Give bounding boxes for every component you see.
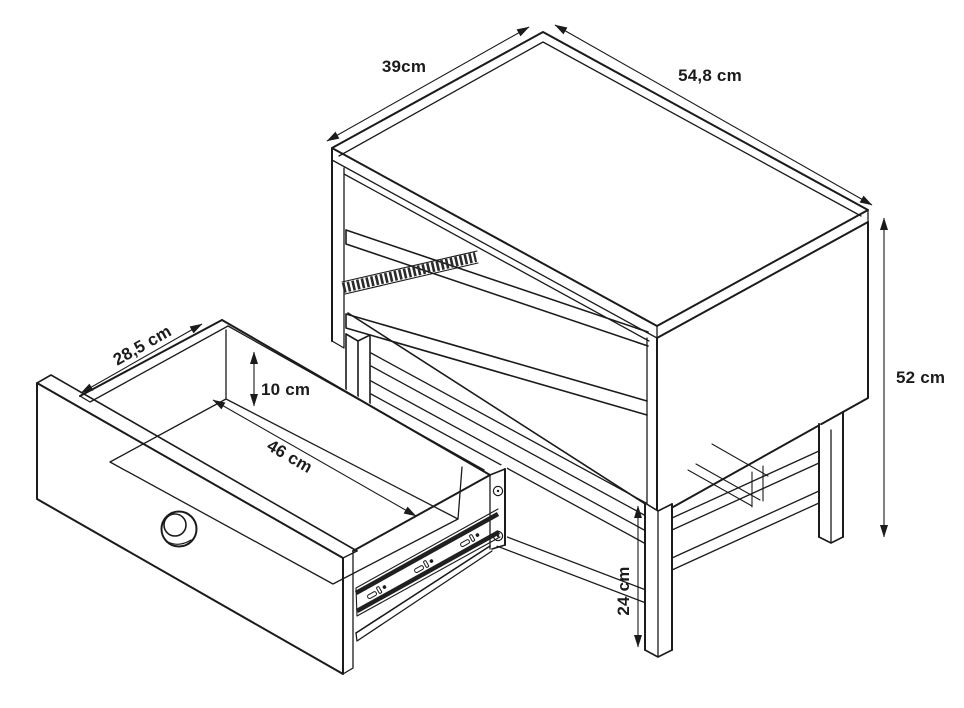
dimension-label: 54,8 cm [678,66,742,85]
dimension-label: 39cm [382,57,426,76]
dimension-total-height: 52 cm [880,217,945,538]
drawer-slide-rail [354,508,501,617]
dimension-label: 10 cm [261,380,310,399]
cabinet-right-side-panel [656,221,869,517]
middle-shelf [345,229,649,347]
cabinet-open-front [331,147,651,509]
dimension-leg-height: 24 cm [614,505,642,648]
drawer-knob [160,510,198,548]
drawer-drawing [36,318,507,675]
cabinet-slide-rail [341,250,479,295]
right-leg [818,411,844,544]
dimension-label: 52 cm [896,368,945,387]
dimension-drawer-inner-height: 10 cm [250,351,310,407]
left-stretchers [370,352,647,545]
front-leg [644,502,673,658]
right-stretchers [671,450,820,571]
bottom-shelf [345,312,651,508]
dimension-label: 24 cm [614,566,633,615]
drawer-silhouette [37,318,507,675]
dimension-top-depth: 39cm [326,26,530,142]
dimension-top-width: 54,8 cm [554,24,873,206]
rear-stretchers [687,443,769,508]
